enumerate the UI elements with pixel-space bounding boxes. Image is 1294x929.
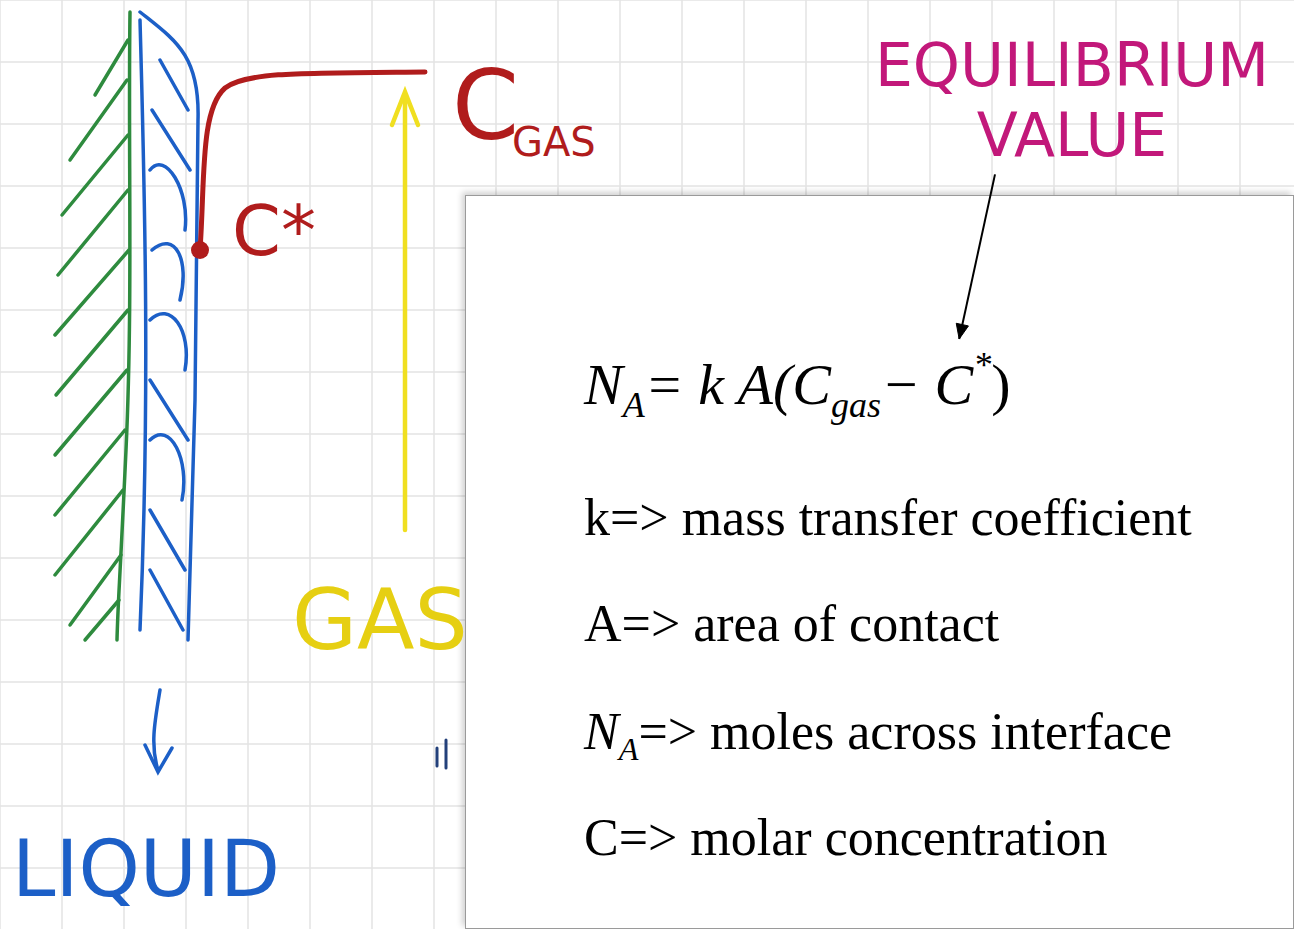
- text-line: k=> mass transfer coefficient: [584, 488, 1192, 547]
- definition-text: A: [619, 731, 639, 767]
- text-line: C=> molar concentration: [584, 808, 1108, 867]
- text-line: NA=> moles across interface: [584, 702, 1172, 768]
- definition-text: N: [584, 703, 619, 760]
- grid-line: [433, 0, 435, 929]
- gas-flow-arrow: [392, 92, 418, 530]
- definition-text: A=> area of contact: [584, 595, 999, 652]
- film-hatch: [150, 314, 188, 630]
- grid-line: [0, 0, 1, 929]
- leader-line: [959, 174, 995, 339]
- handwritten-label: EQUILIBRIUM VALUE: [860, 30, 1284, 170]
- pen-mark: [437, 740, 446, 768]
- grid-line: [185, 0, 187, 929]
- grid-line: [247, 0, 249, 929]
- interface-dot: [191, 241, 209, 259]
- definition-box: NA= k A(Cgas− C*)k=> mass transfer coeff…: [465, 195, 1294, 929]
- liquid-film: [140, 12, 198, 772]
- film-inner: [140, 20, 146, 630]
- equation-term: = k A(C: [645, 352, 831, 417]
- equation-term: N: [584, 352, 623, 417]
- grid-line: [0, 185, 1294, 187]
- pen-stroke: [437, 740, 446, 768]
- wall-line: [117, 12, 130, 640]
- equation-term: ): [991, 352, 1010, 417]
- definition-text: => moles across interface: [638, 703, 1172, 760]
- handwritten-label: C*: [232, 196, 316, 266]
- handwritten-label: GAS: [512, 122, 596, 162]
- equation-term: gas: [831, 385, 881, 425]
- hatch-stroke: [55, 490, 123, 575]
- arrow-head: [392, 92, 418, 125]
- film-surface: [140, 12, 198, 640]
- text-line: NA= k A(Cgas− C*): [584, 344, 1011, 426]
- grid-line: [61, 0, 63, 929]
- arrow-shaft: [403, 95, 408, 530]
- arrow-head: [145, 745, 172, 772]
- arrow-head: [956, 323, 968, 339]
- hatch-stroke: [70, 555, 121, 625]
- equation-term: *: [973, 345, 991, 385]
- handwritten-label: GAS: [292, 578, 468, 662]
- definition-text: k=> mass transfer coefficient: [584, 489, 1192, 546]
- definition-text: C=> molar concentration: [584, 809, 1108, 866]
- handwritten-label: LIQUID: [12, 830, 280, 908]
- grid-line: [371, 0, 373, 929]
- flow-arrow: [154, 690, 160, 770]
- equation-term: A: [623, 385, 645, 425]
- wall-hatching: [55, 12, 130, 640]
- handwritten-label: C: [452, 58, 519, 154]
- grid-line: [309, 0, 311, 929]
- equation-term: − C: [881, 352, 973, 417]
- text-line: A=> area of contact: [584, 594, 999, 653]
- film-hatch: [150, 60, 190, 300]
- hatch-stroke: [85, 600, 119, 640]
- grid-line: [0, 0, 1294, 1]
